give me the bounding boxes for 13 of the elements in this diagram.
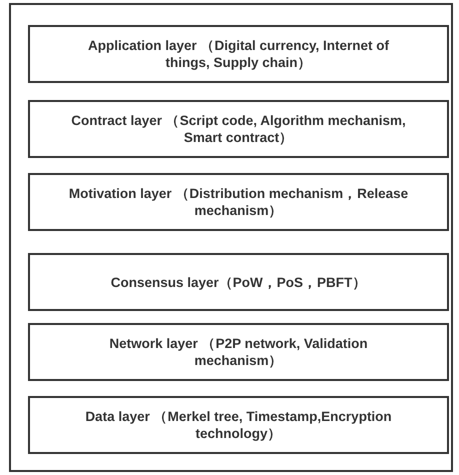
layer-label: Contract layer （Script code, Algorithm mechanism, Smart contract） [70, 112, 407, 146]
layer-box [28, 396, 449, 454]
layer-box [28, 173, 449, 231]
layer-label: Network layer （P2P network, Validation mechanism） [108, 335, 369, 369]
stack-frame [9, 3, 453, 472]
layer-label: Application layer （Digital currency, Internet of things, Supply chain） [86, 37, 390, 71]
layer-box [28, 100, 449, 158]
layer-label: Consensus layer（PoW，PoS，PBFT） [110, 274, 366, 290]
layer-box [28, 25, 449, 83]
layer-label: Motivation layer （Distribution mechanism，Release mechanism） [68, 185, 410, 219]
layer-label: Data layer （Merkel tree, Timestamp,Encryption technology） [84, 408, 393, 442]
layer-box [28, 253, 449, 311]
layer-box [28, 323, 449, 381]
